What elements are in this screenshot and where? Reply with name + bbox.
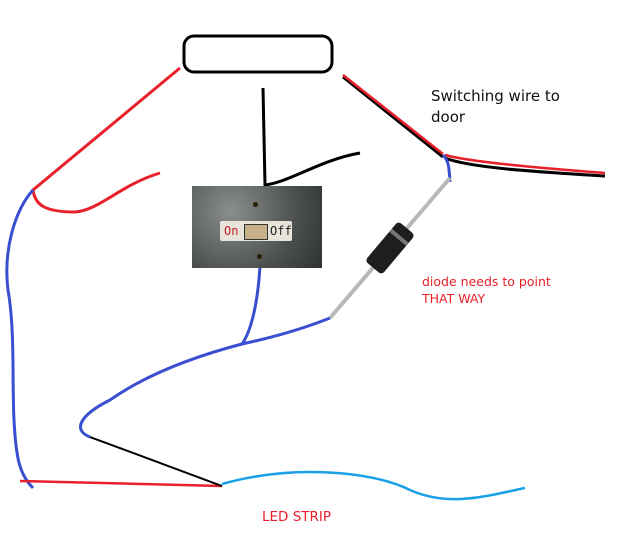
light-fixture (182, 34, 334, 74)
switch-off-label: Off (270, 224, 292, 238)
diode-note-line1: diode needs to point (422, 274, 551, 289)
screw-icon (253, 202, 258, 207)
red-wire-door (342, 74, 606, 175)
blue-wire-switch (79, 265, 331, 439)
black-wire-door (342, 75, 606, 178)
diode-note: diode needs to point THAT WAY (422, 273, 551, 307)
diode-note-line2: THAT WAY (422, 291, 486, 306)
switch-toggle (244, 224, 268, 240)
red-wire-left (31, 66, 181, 214)
black-wire-switch (261, 87, 361, 187)
black-wire-bottom (89, 436, 223, 487)
led-strip-label: LED STRIP (262, 509, 332, 525)
switching-wire-label: Switching wire to door (431, 87, 560, 126)
switch-plate: On Off (220, 221, 292, 241)
red-wire-bottom (19, 479, 223, 488)
led-strip-wire (221, 470, 526, 501)
blue-wire-left (5, 188, 35, 490)
switch-on-label: On (224, 224, 239, 238)
screw-icon (257, 254, 262, 259)
toggle-switch: On Off (192, 186, 322, 268)
diode (328, 176, 452, 320)
